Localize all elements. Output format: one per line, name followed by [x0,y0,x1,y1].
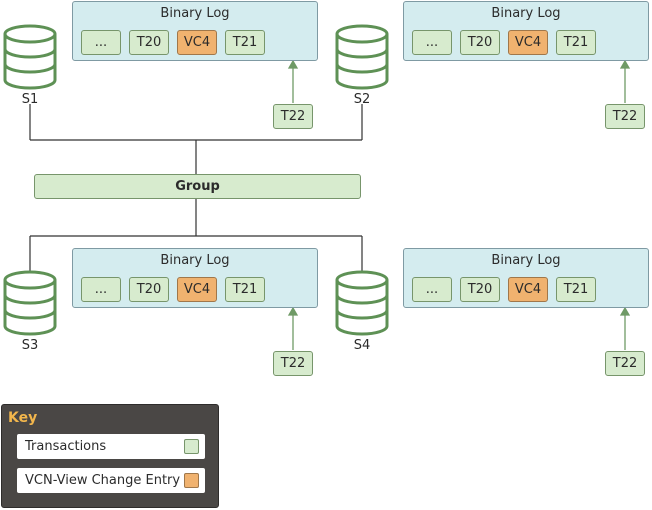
incoming-t22-s1: T22 [273,104,313,129]
legend-key: Key Transactions VCN-View Change Entry [1,404,219,508]
incoming-t22-s2: T22 [605,104,645,129]
binary-log-title: Binary Log [491,253,561,268]
legend-label-transactions: Transactions [25,439,107,454]
entry-t20: T20 [460,277,500,302]
legend-row-transactions: Transactions [17,434,205,459]
database-icon [335,270,389,336]
entry-ellipsis: ... [81,277,121,302]
entry-vc4: VC4 [177,277,217,302]
entry-t21: T21 [225,277,265,302]
group-bar: Group [34,174,361,199]
entry-ellipsis: ... [412,277,452,302]
arrow-up-icon [619,306,631,316]
entry-t21: T21 [225,30,265,55]
server-label-s2: S2 [353,92,371,107]
incoming-t22-s3: T22 [273,351,313,376]
entry-vc4: VC4 [177,30,217,55]
entry-t21: T21 [556,277,596,302]
entry-ellipsis: ... [81,30,121,55]
binary-log-s1: Binary Log ... T20 VC4 T21 [72,1,318,61]
arrow-up-icon [287,306,299,316]
entry-t20: T20 [460,30,500,55]
database-icon [3,24,57,90]
binary-log-title: Binary Log [491,6,561,21]
arrow-up-icon [287,59,299,69]
incoming-t22-s4: T22 [605,351,645,376]
legend-title: Key [8,410,38,426]
entry-ellipsis: ... [412,30,452,55]
entry-vc4: VC4 [508,277,548,302]
entry-vc4: VC4 [508,30,548,55]
entry-t20: T20 [129,30,169,55]
server-label-s3: S3 [21,338,39,353]
binary-log-title: Binary Log [160,253,230,268]
binary-log-s4: Binary Log ... T20 VC4 T21 [403,248,649,308]
binary-log-s3: Binary Log ... T20 VC4 T21 [72,248,318,308]
legend-label-view-change: VCN-View Change Entry [25,473,181,488]
server-label-s4: S4 [353,338,371,353]
binary-log-s2: Binary Log ... T20 VC4 T21 [403,1,649,61]
database-icon [335,24,389,90]
legend-row-view-change: VCN-View Change Entry [17,468,205,493]
entry-t20: T20 [129,277,169,302]
legend-swatch-transaction [184,439,199,454]
database-icon [3,270,57,336]
arrow-up-icon [619,59,631,69]
legend-swatch-view-change [184,473,199,488]
binary-log-title: Binary Log [160,6,230,21]
entry-t21: T21 [556,30,596,55]
server-label-s1: S1 [21,92,39,107]
